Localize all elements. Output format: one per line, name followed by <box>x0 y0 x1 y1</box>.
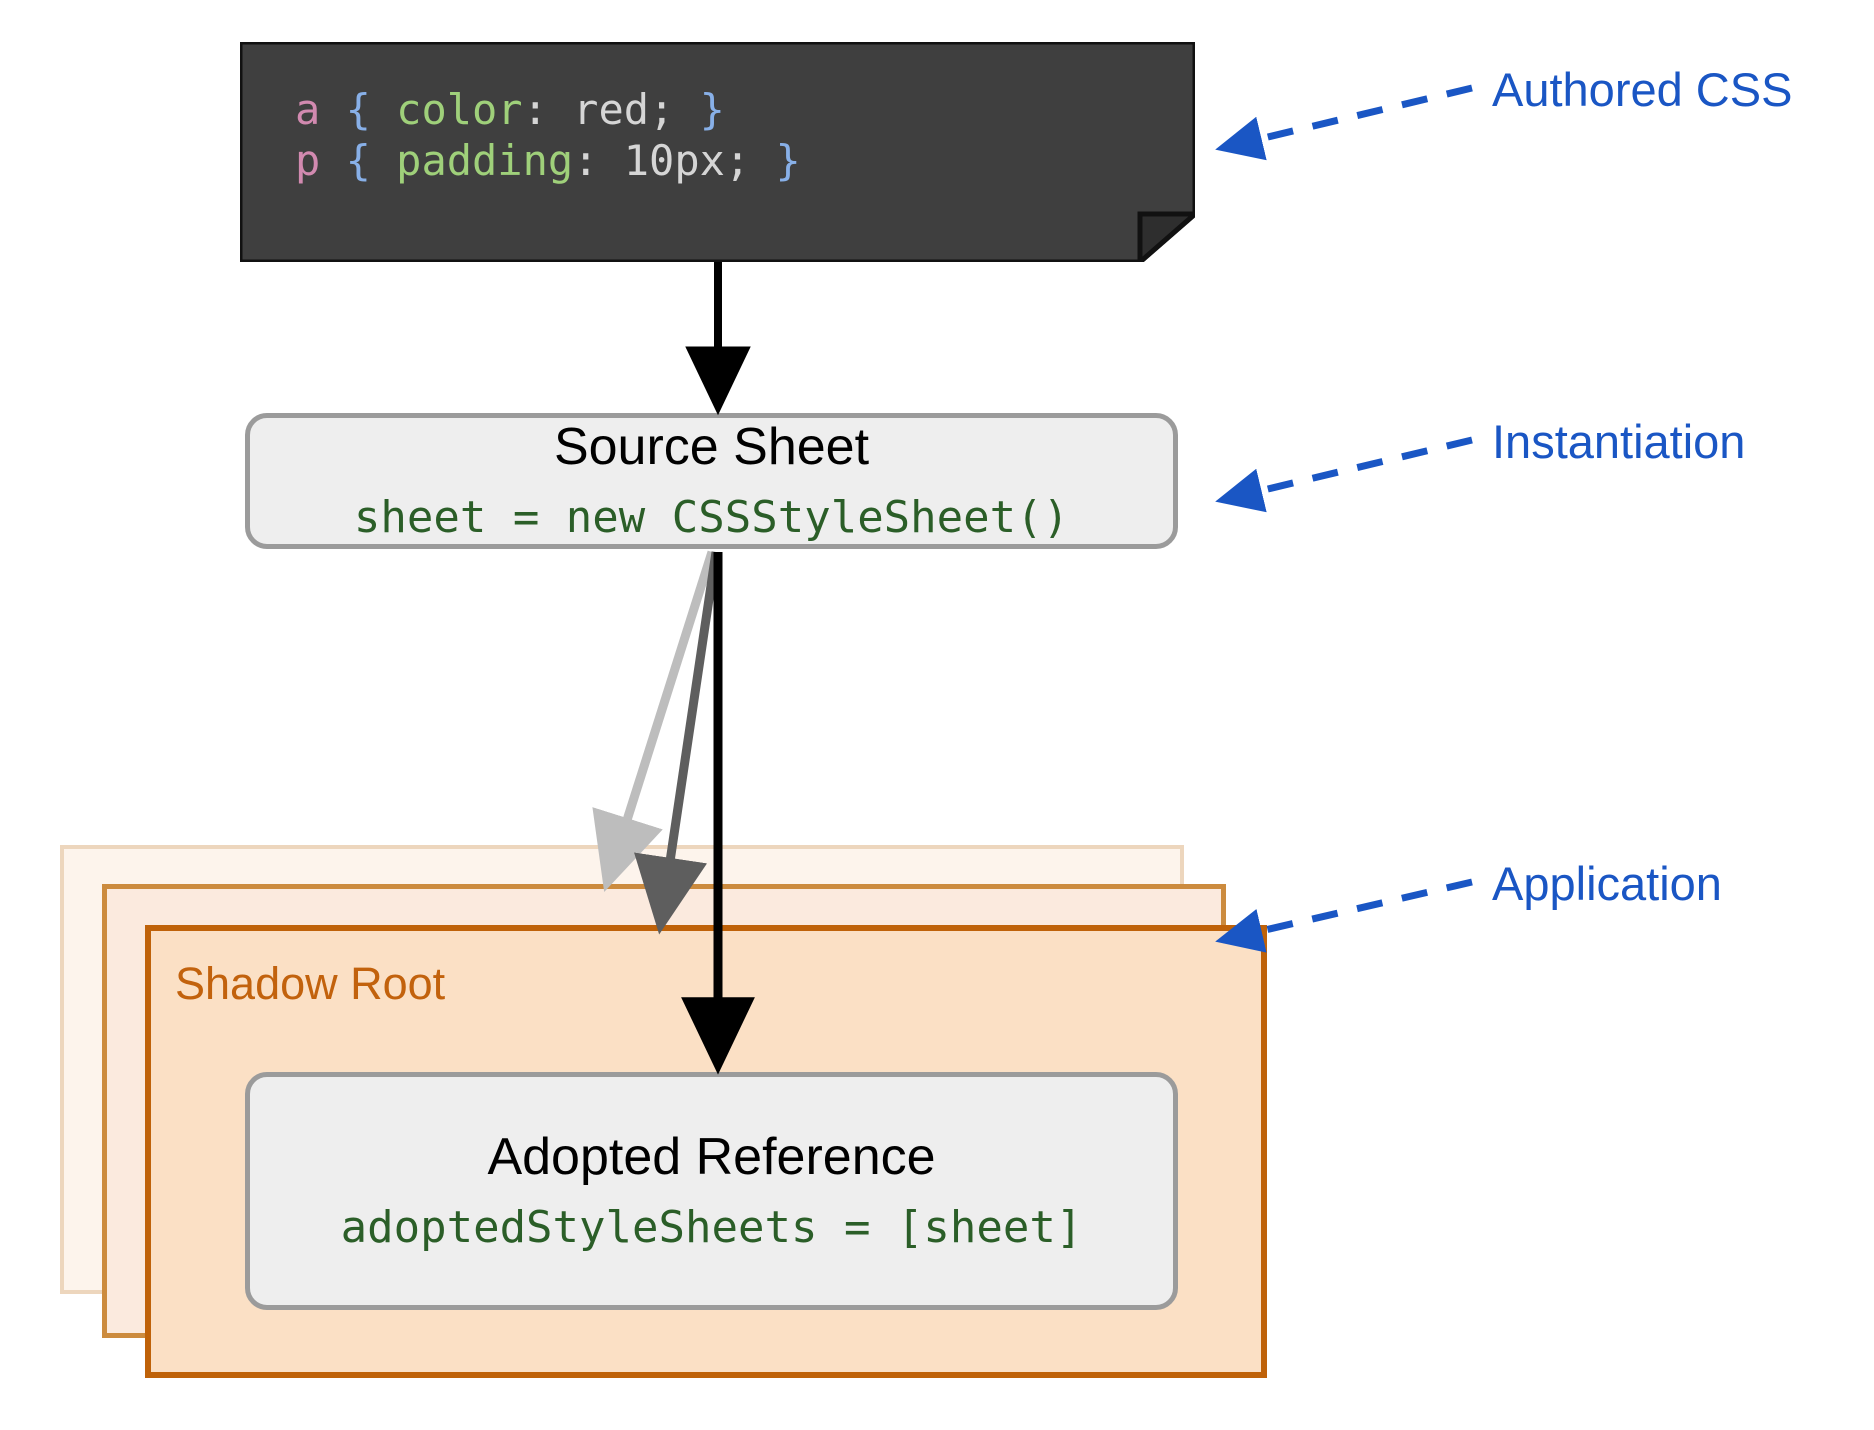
shadow-root-label: Shadow Root <box>175 958 446 1009</box>
code-open-brace-2: { <box>320 136 397 186</box>
annotation-authored-css: Authored CSS <box>1492 63 1793 116</box>
arrow-source-to-shadow-back <box>592 550 717 893</box>
code-close-brace-2: } <box>750 136 801 186</box>
code-close-brace-1: } <box>674 85 725 134</box>
node-source-sheet-code: sheet = new CSSStyleSheet() <box>353 491 1070 543</box>
node-adopted-reference-title: Adopted Reference <box>487 1127 936 1186</box>
code-property-1: color <box>396 85 523 134</box>
node-source-sheet[interactable]: Source Sheet sheet = new CSSStyleSheet() <box>245 413 1178 549</box>
annotation-application: Application <box>1492 857 1722 910</box>
leader-authored-css <box>1215 84 1473 161</box>
code-property-2: padding <box>396 136 574 186</box>
code-value-1: red; <box>573 85 675 134</box>
node-source-sheet-title: Source Sheet <box>553 417 870 476</box>
code-text-block: a { color: red; } p { padding: 10px; } <box>295 84 801 186</box>
leader-instantiation <box>1215 436 1473 513</box>
node-adopted-reference-code: adoptedStyleSheets = [sheet] <box>340 1201 1083 1253</box>
code-value-2: 10px; <box>623 136 751 186</box>
authored-css-code-card: a { color: red; } p { padding: 10px; } <box>240 42 1195 262</box>
code-colon-2: : <box>573 136 624 186</box>
annotation-instantiation: Instantiation <box>1492 415 1746 468</box>
code-open-brace-1: { <box>320 85 397 134</box>
node-adopted-reference[interactable]: Adopted Reference adoptedStyleSheets = [… <box>245 1072 1178 1310</box>
code-colon-1: : <box>522 85 574 134</box>
code-selector-2: p <box>295 136 321 186</box>
code-selector-1: a <box>295 85 321 134</box>
code-card-shape <box>240 42 1195 262</box>
